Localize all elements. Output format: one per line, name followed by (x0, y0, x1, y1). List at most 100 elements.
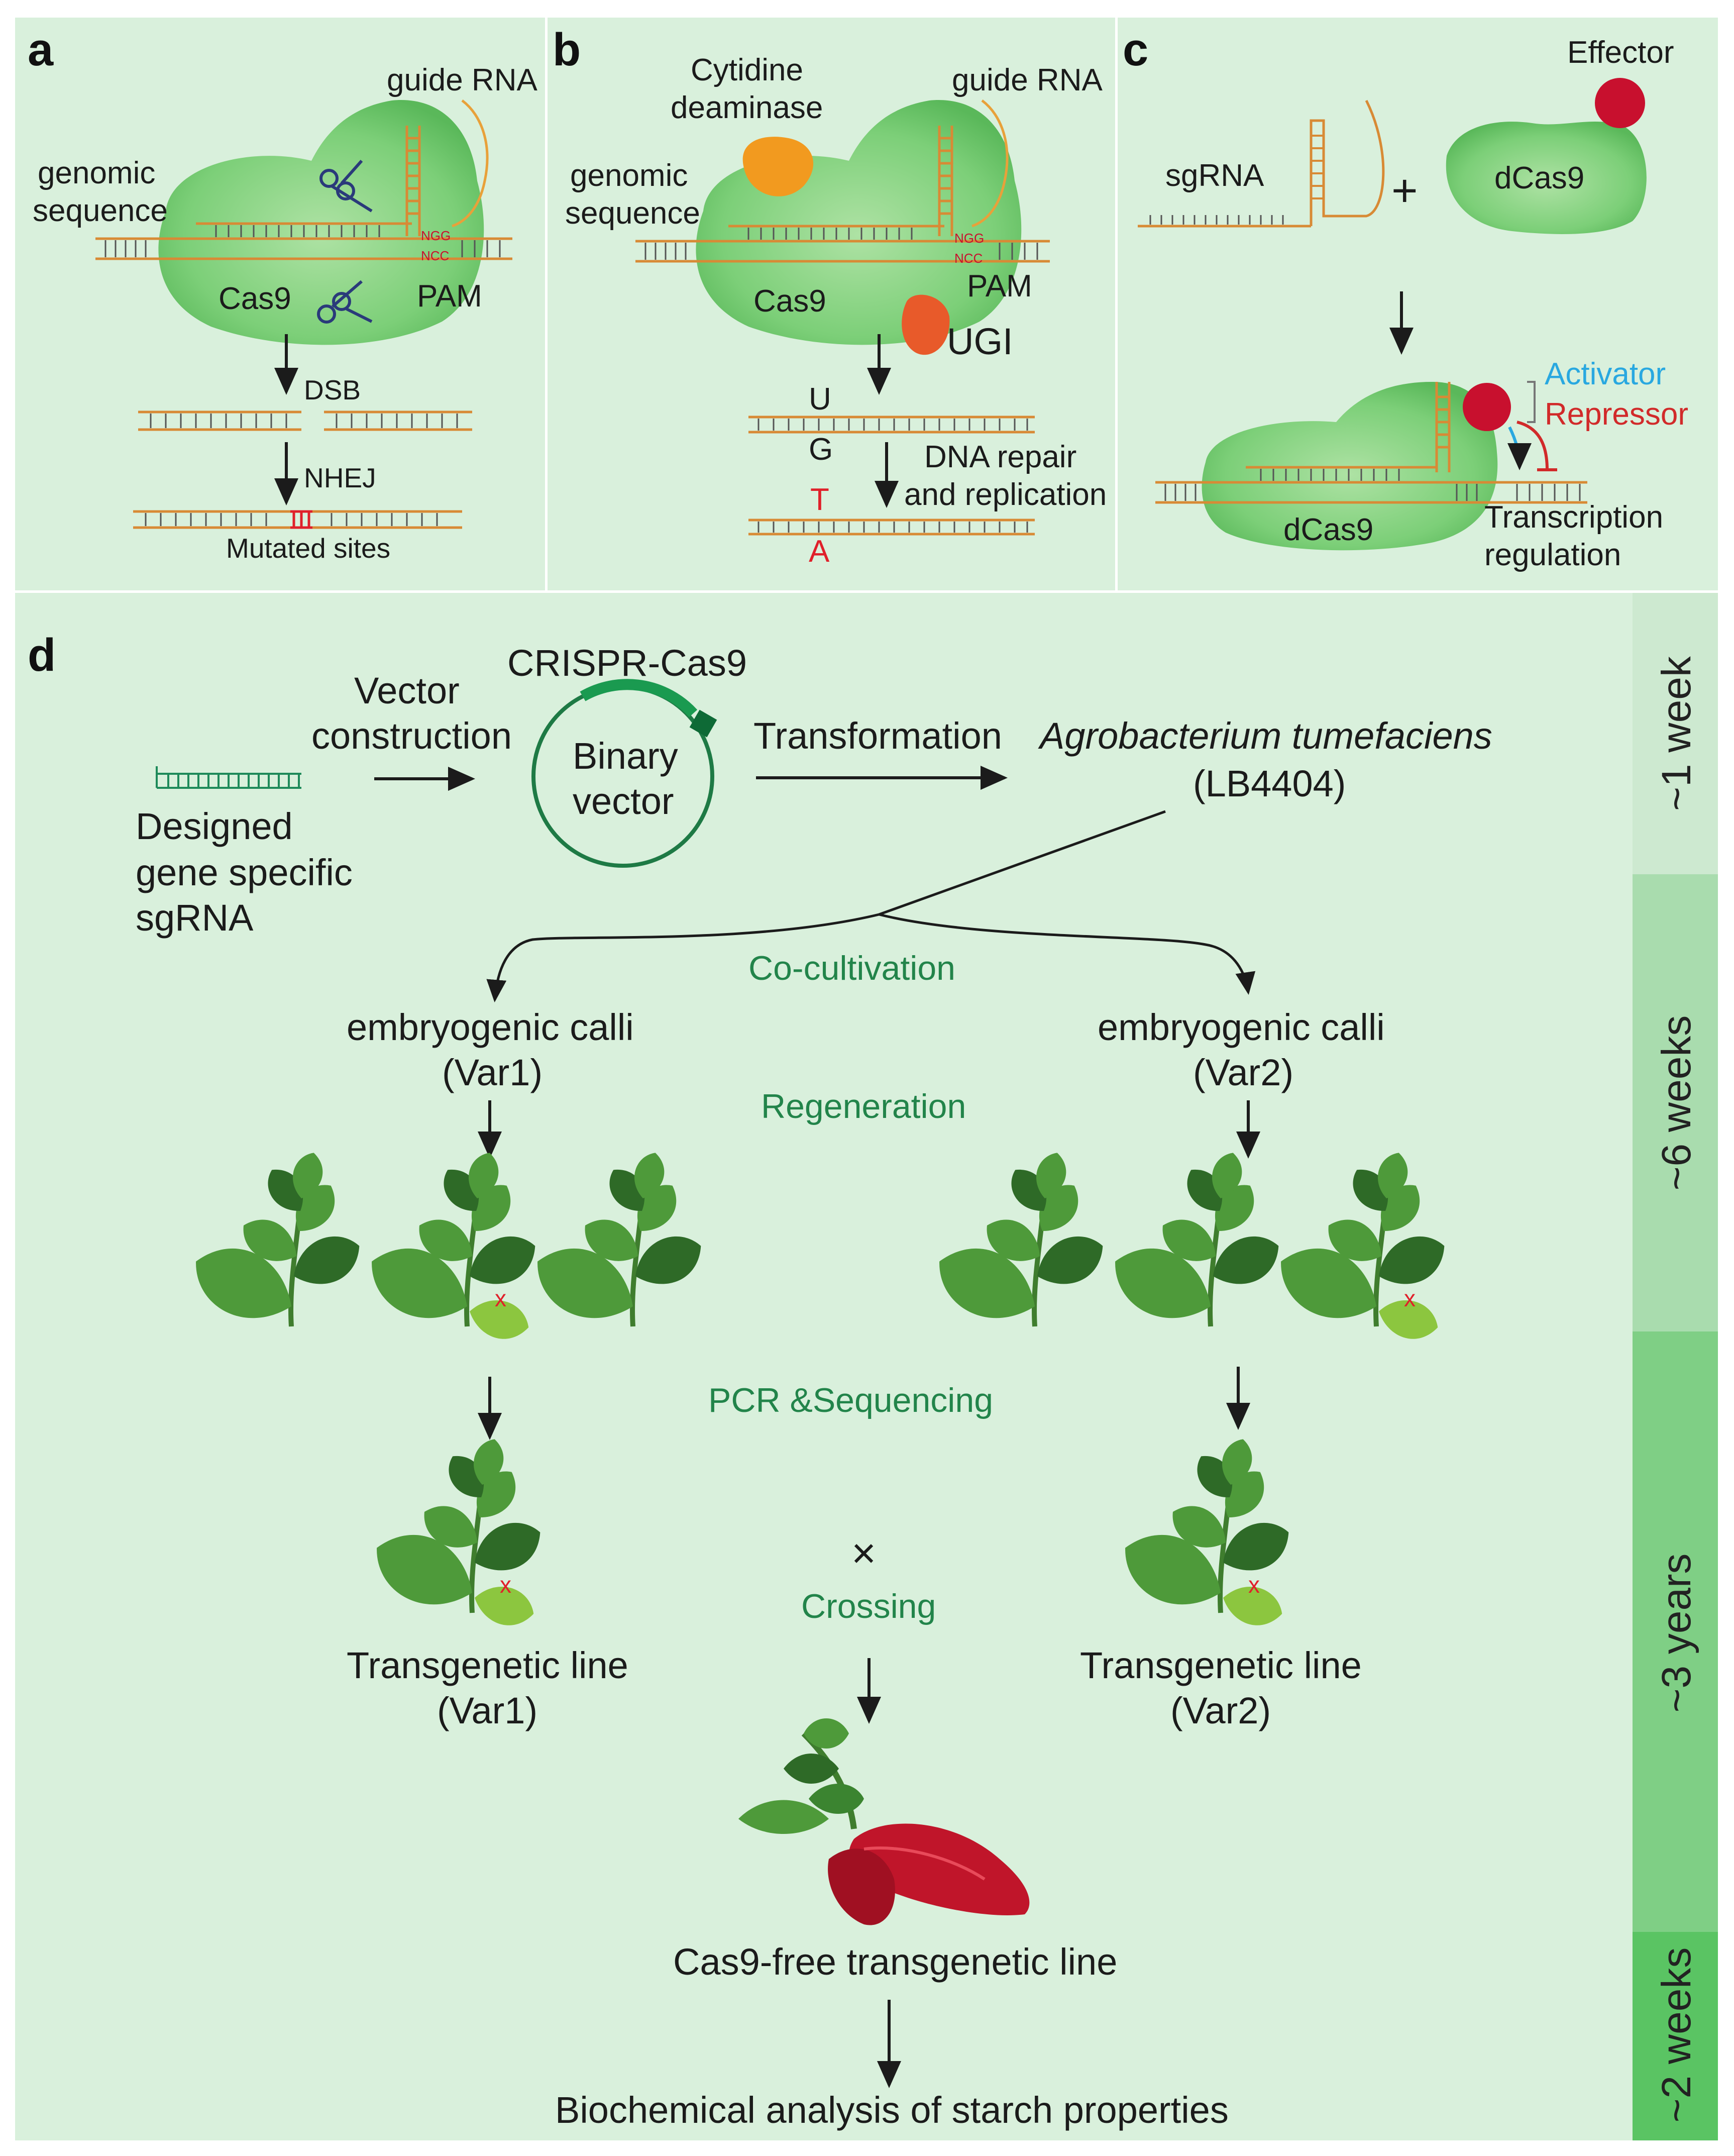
transformation-label: Transformation (753, 715, 1002, 757)
mutant-plant: x (1125, 1439, 1289, 1625)
panel-a: a NGG NCC guide RNA genomic sequence (28, 24, 537, 564)
vector-label-1: Vector (354, 670, 460, 711)
broken-dna-rungs (150, 414, 458, 428)
edited-dna-1 (748, 416, 1035, 434)
agrobacterium-label: Agrobacterium tumefaciens (1038, 715, 1492, 757)
timeline-label-1: ~1 week (1654, 656, 1699, 811)
broken-dna (138, 410, 472, 431)
regulation-label: regulation (1484, 538, 1621, 572)
designed-label-3: sgRNA (136, 897, 254, 939)
mutation-mark: x (500, 1572, 511, 1598)
crispr-cas9-label: CRISPR-Cas9 (507, 642, 747, 684)
panel-b-letter: b (553, 24, 581, 75)
edited-dna-1-rungs (757, 419, 1028, 431)
promoter-block (689, 709, 717, 738)
deaminase-label: deaminase (671, 90, 823, 125)
agro-to-split-line (879, 810, 1166, 916)
cytidine-label: Cytidine (691, 53, 803, 87)
pam-label-b: PAM (967, 269, 1032, 303)
scissors-icon (319, 160, 373, 213)
calli-var1-label-1: embryogenic calli (347, 1006, 634, 1048)
guide-rna-label-b: guide RNA (952, 63, 1103, 97)
cas9-cassette-arc (580, 679, 698, 717)
base-t: T (810, 482, 829, 517)
guide-rna-hairpin-a (405, 126, 421, 236)
replication-label: and replication (904, 477, 1107, 512)
dcas9-hairpin (1435, 382, 1451, 472)
strain-label: (LB4404) (1193, 763, 1346, 804)
binary-label-1: Binary (573, 735, 678, 777)
timeline-segment-4 (1633, 1932, 1718, 2140)
mutation-mark: x (1248, 1572, 1260, 1598)
ncc-label-b: NCC (954, 251, 983, 266)
guide-rna-hairpin-b (938, 126, 953, 236)
sgrna-label: sgRNA (1165, 158, 1264, 193)
line-var2-label-2: (Var2) (1170, 1690, 1271, 1731)
mutation-marker (290, 510, 312, 529)
designed-label-2: gene specific (136, 852, 353, 893)
timeline-segment-3 (1633, 1331, 1718, 1932)
repaired-dna-rungs (145, 513, 438, 526)
mutated-sites-label: Mutated sites (226, 533, 390, 564)
target-dna-c-rungs (1164, 469, 1581, 501)
nhej-label: NHEJ (304, 462, 376, 493)
cas9-free-plant (738, 1718, 1030, 1925)
repressor-inhibit (1516, 421, 1557, 471)
panel-d-letter: d (28, 630, 56, 681)
dna-rungs-a (104, 225, 501, 257)
plus-sign: + (1391, 166, 1418, 216)
pcr-sequencing-label: PCR &Sequencing (708, 1381, 993, 1419)
effector-bracket (1527, 381, 1536, 423)
guide-rna-a (452, 99, 489, 228)
mutation-mark: x (495, 1285, 506, 1311)
repressor-label: Repressor (1545, 397, 1688, 432)
biochem-label: Biochemical analysis of starch propertie… (555, 2089, 1229, 2131)
timeline-label-3: ~3 years (1654, 1554, 1699, 1713)
effector-circle-bound (1463, 383, 1511, 431)
genomic-label-b: genomic (570, 158, 688, 193)
ugi-label: UGI (947, 321, 1013, 362)
timeline-segment-1 (1633, 593, 1718, 874)
panel-c-letter: c (1123, 24, 1148, 75)
dna-rungs-b (644, 228, 1038, 260)
cas9-free-label: Cas9-free transgenetic line (673, 1941, 1117, 1983)
edited-dna-2 (748, 519, 1035, 536)
pam-label-a: PAM (417, 279, 482, 314)
dna-repair-label: DNA repair (924, 440, 1076, 474)
activator-arrow (1507, 426, 1532, 470)
edited-dna-2-rungs (757, 522, 1028, 533)
dcas9-protein-top (1446, 121, 1647, 234)
panel-c: c Effector sgRNA + dCas9 (1123, 24, 1688, 572)
cytidine-deaminase-shape (742, 137, 814, 196)
mutation-mark: x (1404, 1285, 1416, 1311)
transcription-label: Transcription (1484, 500, 1663, 535)
ngg-label-a: NGG (421, 228, 451, 243)
guide-rna-label-a: guide RNA (387, 63, 537, 97)
mutant-plant: x (372, 1153, 535, 1339)
scissors-icon (317, 280, 373, 324)
plant (196, 1153, 360, 1327)
plant (1115, 1153, 1279, 1327)
target-dna-c (1155, 466, 1587, 504)
cocultivation-label: Co-cultivation (748, 949, 955, 987)
timeline-label-4: ~2 weeks (1654, 1947, 1699, 2123)
crossing-label: Crossing (801, 1587, 936, 1625)
designed-label-1: Designed (136, 805, 293, 847)
calli-var2-label-2: (Var2) (1193, 1052, 1293, 1093)
sequence-label-b: sequence (565, 196, 700, 231)
ncc-label-a: NCC (421, 248, 449, 263)
genomic-dna-b (635, 225, 1050, 263)
vector-label-2: construction (311, 715, 512, 757)
mutant-plant: x (377, 1439, 540, 1625)
timeline-segment-2 (1633, 874, 1718, 1331)
ugi-shape (902, 294, 950, 355)
line-var1-label-2: (Var1) (437, 1690, 537, 1731)
ngg-label-b: NGG (954, 231, 984, 246)
line-var2-label-1: Transgenetic line (1080, 1645, 1362, 1686)
timeline-label-2: ~6 weeks (1654, 1015, 1699, 1191)
cas9-label-b: Cas9 (753, 284, 826, 319)
base-a: A (809, 534, 830, 569)
calli-var2-label-1: embryogenic calli (1098, 1006, 1385, 1048)
line-var1-label-1: Transgenetic line (347, 1645, 628, 1686)
